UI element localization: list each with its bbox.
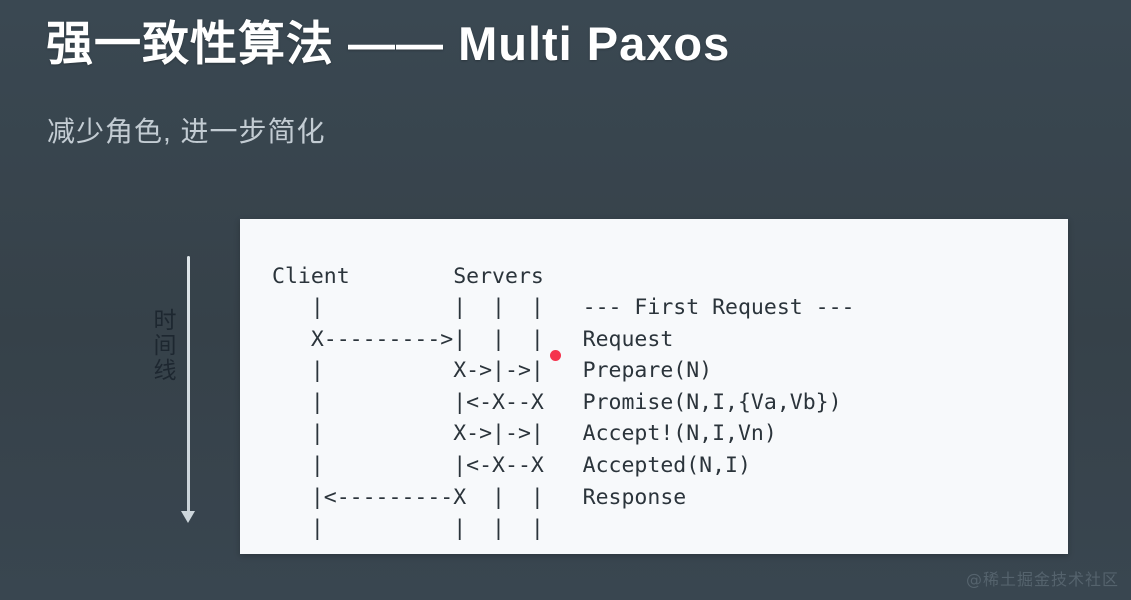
ascii-row: |<---------X | | Response <box>272 484 687 510</box>
ascii-row: X--------->| | | Request <box>272 326 674 352</box>
ascii-row: | |<-X--X Accepted(N,I) <box>272 453 751 479</box>
page-subtitle: 减少角色, 进一步简化 <box>47 116 326 147</box>
ascii-row: Client Servers <box>272 263 544 289</box>
ascii-row: | X->|->| Prepare(N) <box>272 358 713 384</box>
page-title: 强一致性算法 —— Multi Paxos <box>46 17 731 70</box>
timeline-axis-line <box>187 256 190 514</box>
timeline-arrow-icon <box>181 511 195 523</box>
timeline-annotation: 时间线 <box>148 252 232 528</box>
ascii-row: | X->|->| Accept!(N,I,Vn) <box>272 421 777 447</box>
sequence-diagram-panel: Client Servers | | | | --- First Request… <box>240 219 1068 554</box>
highlight-dot-icon <box>550 350 561 361</box>
ascii-row: | | | | --- First Request --- <box>272 295 855 321</box>
ascii-row: | | | | <box>272 516 544 542</box>
ascii-sequence-diagram: Client Servers | | | | --- First Request… <box>272 261 854 545</box>
timeline-label: 时间线 <box>149 308 175 383</box>
watermark: @稀土掘金技术社区 <box>965 570 1119 589</box>
ascii-row: | |<-X--X Promise(N,I,{Va,Vb}) <box>272 389 842 415</box>
